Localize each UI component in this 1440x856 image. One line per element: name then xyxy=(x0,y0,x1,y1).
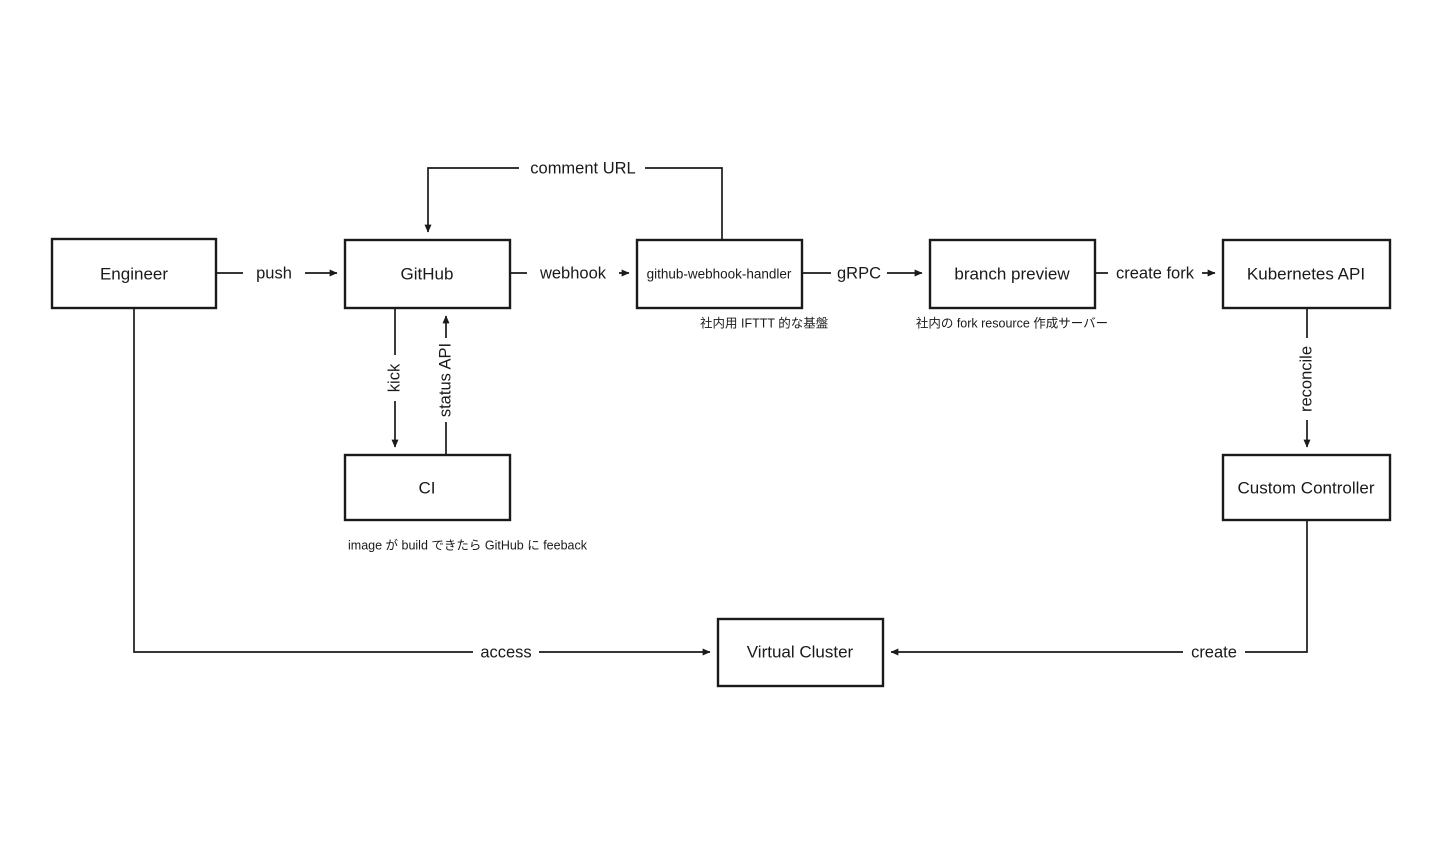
node-label-virtual-cluster: Virtual Cluster xyxy=(747,642,854,661)
node-label-kubernetes-api: Kubernetes API xyxy=(1247,264,1365,283)
edge-label-reconcile: reconcile xyxy=(1297,346,1315,412)
node-engineer[interactable]: Engineer xyxy=(50,237,218,310)
node-label-github: GitHub xyxy=(401,264,454,283)
node-custom-controller[interactable]: Custom Controller xyxy=(1221,453,1392,522)
edge-ci-github: status API xyxy=(435,315,457,455)
note-github-webhook-handler: 社内用 IFTTT 的な基盤 xyxy=(700,315,829,330)
edge-controller-vcluster: create xyxy=(890,520,1308,663)
node-kubernetes-api[interactable]: Kubernetes API xyxy=(1221,238,1392,310)
node-github[interactable]: GitHub xyxy=(343,238,512,310)
edge-label-status-api: status API xyxy=(436,343,454,417)
edge-github-handler: webhook xyxy=(510,262,630,284)
edge-label-access: access xyxy=(480,643,531,661)
edge-handler-github-comment: comment URL xyxy=(424,157,723,240)
node-github-webhook-handler[interactable]: github-webhook-handler xyxy=(635,238,804,310)
edge-handler-preview: gRPC xyxy=(802,262,923,284)
edge-label-webhook: webhook xyxy=(539,264,607,282)
edge-k8s-controller: reconcile xyxy=(1296,308,1318,448)
note-ci: image が build できたら GitHub に feeback xyxy=(348,537,588,552)
edge-label-kick: kick xyxy=(385,363,403,392)
edge-label-push: push xyxy=(256,264,292,282)
edge-preview-k8s: create fork xyxy=(1095,262,1216,284)
edge-engineer-github: push xyxy=(216,262,338,284)
node-label-engineer: Engineer xyxy=(100,264,168,283)
edge-label-create-fork: create fork xyxy=(1116,264,1195,282)
node-label-github-webhook-handler: github-webhook-handler xyxy=(647,267,792,282)
node-label-custom-controller: Custom Controller xyxy=(1238,478,1375,497)
edge-label-create: create xyxy=(1191,643,1237,661)
note-branch-preview: 社内の fork resource 作成サーバー xyxy=(916,315,1108,330)
node-label-branch-preview: branch preview xyxy=(954,264,1070,283)
node-virtual-cluster[interactable]: Virtual Cluster xyxy=(716,617,885,688)
edge-engineer-vcluster: access xyxy=(133,308,711,663)
edge-label-grpc: gRPC xyxy=(837,264,881,282)
edge-label-comment-url: comment URL xyxy=(530,159,635,177)
node-ci[interactable]: CI xyxy=(343,453,512,522)
node-branch-preview[interactable]: branch preview xyxy=(928,238,1097,310)
node-label-ci: CI xyxy=(419,478,436,497)
edge-github-ci: kick xyxy=(384,308,406,448)
